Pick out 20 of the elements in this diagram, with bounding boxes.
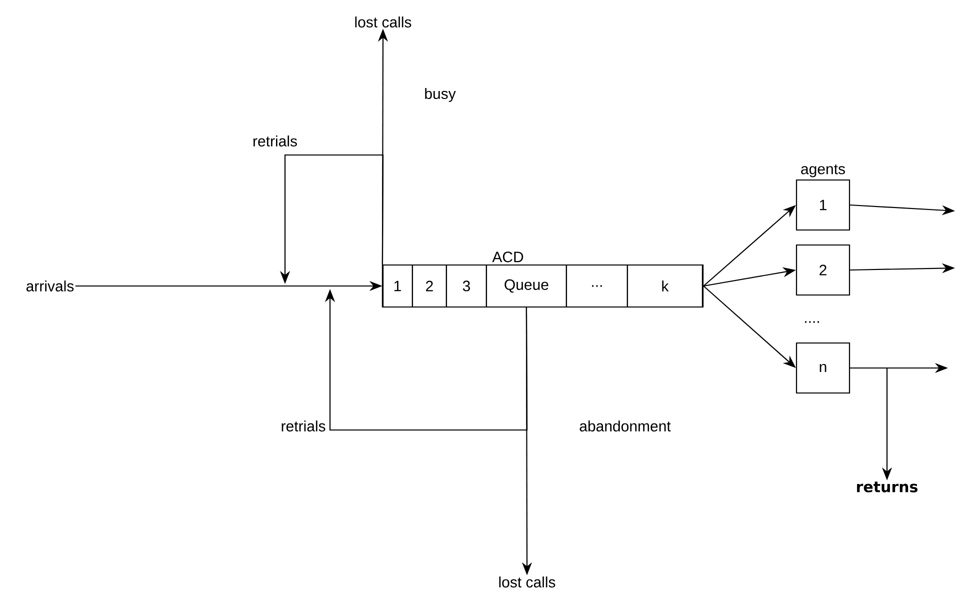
queue-cell: Queue (486, 264, 567, 308)
text-label: lost calls (499, 576, 556, 588)
queue-cell: 1 (382, 264, 413, 308)
edge-label: retrials (282, 420, 326, 432)
node-label: ACD (492, 252, 524, 262)
agent-box: n (796, 342, 850, 394)
queue-cell: 2 (412, 264, 447, 308)
queue-cell: 3 (446, 264, 487, 308)
queue-cell: k (626, 264, 703, 308)
agent-box: 2 (796, 244, 850, 296)
text-label: lost calls (355, 16, 412, 28)
text-label: returns (857, 482, 918, 492)
agent-box: 1 agents (796, 164, 850, 231)
edge-label: busy (425, 88, 456, 102)
node-label: agents (801, 164, 845, 178)
edge-label: abandonment (580, 420, 671, 432)
text-label: arrivals (26, 280, 74, 292)
queue-cell: ... (566, 264, 628, 308)
edge-label: retrials (254, 136, 297, 146)
text-label: .... (805, 321, 819, 323)
